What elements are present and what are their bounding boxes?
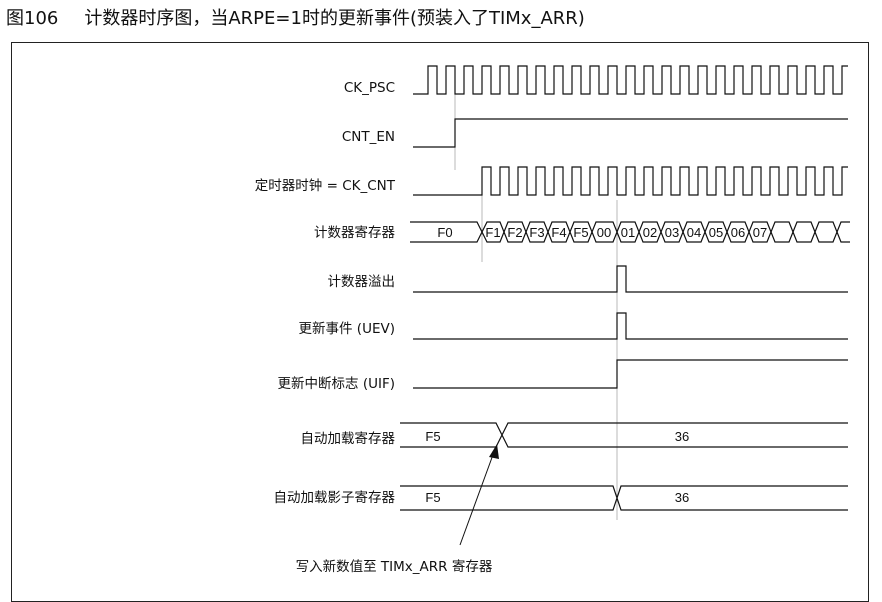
waveform-counter-reg	[410, 221, 850, 243]
arr-shadow-value-after: 36	[675, 490, 689, 505]
annotation-arrow	[459, 451, 495, 546]
waveform-arr-shadow	[400, 485, 848, 511]
counter-value: 05	[709, 225, 723, 240]
figure-caption: 图106 计数器时序图，当ARPE=1时的更新事件(预装入了TIMx_ARR)	[6, 4, 585, 34]
waveform-uev	[413, 312, 848, 340]
counter-value: F3	[529, 225, 544, 240]
label-cnt-en: CNT_EN	[342, 129, 395, 145]
waveform-uif	[413, 359, 848, 389]
annotation-text: 写入新数值至 TIMx_ARR 寄存器	[296, 558, 493, 575]
counter-value: 06	[731, 225, 745, 240]
counter-value: 01	[621, 225, 635, 240]
label-arr-shadow: 自动加载影子寄存器	[274, 489, 396, 506]
arr-value-after: 36	[675, 429, 689, 444]
figure-title: 计数器时序图，当ARPE=1时的更新事件(预装入了TIMx_ARR)	[84, 8, 585, 29]
label-ck-cnt: 定时器时钟 = CK_CNT	[255, 177, 396, 194]
waveform-overflow	[413, 265, 848, 293]
waveform-ck-cnt	[413, 166, 848, 196]
figure-number: 图106	[6, 8, 59, 29]
label-overflow: 计数器溢出	[328, 274, 396, 290]
waveform-cnt-en	[413, 118, 848, 148]
annotation-arrowhead	[489, 444, 499, 459]
waveform-arr	[400, 422, 848, 448]
counter-value: F2	[507, 225, 522, 240]
counter-values: F0 F1 F2 F3 F4 F5 00 01 02 03 04 05 06 0…	[437, 225, 767, 240]
counter-value: F5	[573, 225, 588, 240]
label-counter-reg: 计数器寄存器	[314, 224, 395, 241]
arr-shadow-value-before: F5	[425, 490, 440, 505]
counter-value: 03	[665, 225, 679, 240]
counter-value: F0	[437, 225, 452, 240]
label-arr: 自动加载寄存器	[301, 430, 396, 447]
counter-value: 02	[643, 225, 657, 240]
label-uif: 更新中断标志 (UIF)	[278, 376, 395, 392]
waveform-ck-psc	[413, 65, 848, 95]
counter-value: 04	[687, 225, 701, 240]
counter-value: F4	[551, 225, 566, 240]
counter-value: 00	[597, 225, 611, 240]
label-ck-psc: CK_PSC	[344, 80, 395, 96]
timing-diagram: CK_PSC CNT_EN 定时器时钟 = CK_CNT 计数器寄存器 计数器溢…	[255, 65, 850, 575]
counter-value: 07	[753, 225, 767, 240]
label-uev: 更新事件 (UEV)	[299, 321, 395, 337]
counter-value: F1	[485, 225, 500, 240]
arr-value-before: F5	[425, 429, 440, 444]
